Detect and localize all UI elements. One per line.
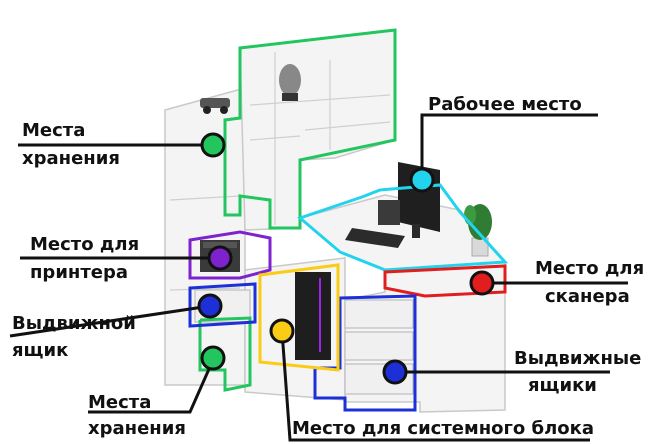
label-drawer-left-line1: Выдвижной (12, 313, 136, 334)
leader-workplace (420, 113, 598, 180)
dot-drawer-left (197, 293, 223, 319)
dot-system-unit (269, 318, 295, 344)
label-printer-line1: Место для (30, 234, 140, 255)
label-system-unit: Место для системного блока (292, 418, 595, 439)
label-printer-line2: принтера (30, 262, 129, 283)
label-drawers-right-line1: Выдвижные (514, 348, 642, 369)
leader-drawer-left (9, 304, 211, 338)
dot-drawers-right (382, 359, 408, 385)
label-storage-top-line2: хранения (22, 148, 120, 169)
dot-storage-bottom (200, 345, 226, 371)
label-scanner-line2: сканера (545, 286, 630, 307)
zone-dots (197, 132, 495, 385)
lamp-illustration (279, 64, 301, 101)
scanner-outline (383, 264, 507, 298)
drawer-left-outline (188, 282, 257, 328)
shelf-lines (169, 52, 391, 291)
dot-printer (207, 245, 233, 271)
label-storage-bottom-line1: Места (88, 392, 152, 413)
leader-storage-bottom (88, 359, 215, 414)
leader-system-unit (280, 330, 590, 442)
toy-car-illustration (200, 98, 230, 114)
label-scanner-line1: Место для (535, 258, 645, 279)
label-drawer-left-line2: ящик (12, 340, 69, 361)
storage-bottom-outline (198, 316, 252, 392)
dot-scanner (469, 270, 495, 296)
storage-top-outline (223, 28, 397, 230)
printer-outline (188, 230, 272, 280)
label-storage-top-line1: Места (22, 120, 86, 141)
pc-case-illustration (295, 272, 331, 360)
system-unit-outline (258, 263, 340, 372)
label-workplace: Рабочее место (428, 94, 582, 115)
label-drawers-right-line2: ящики (528, 375, 597, 396)
leader-lines (9, 113, 628, 442)
dot-workplace (409, 167, 435, 193)
workplace-outline (297, 183, 509, 272)
label-storage-bottom-line2: хранения (88, 418, 186, 439)
dot-storage-top (200, 132, 226, 158)
